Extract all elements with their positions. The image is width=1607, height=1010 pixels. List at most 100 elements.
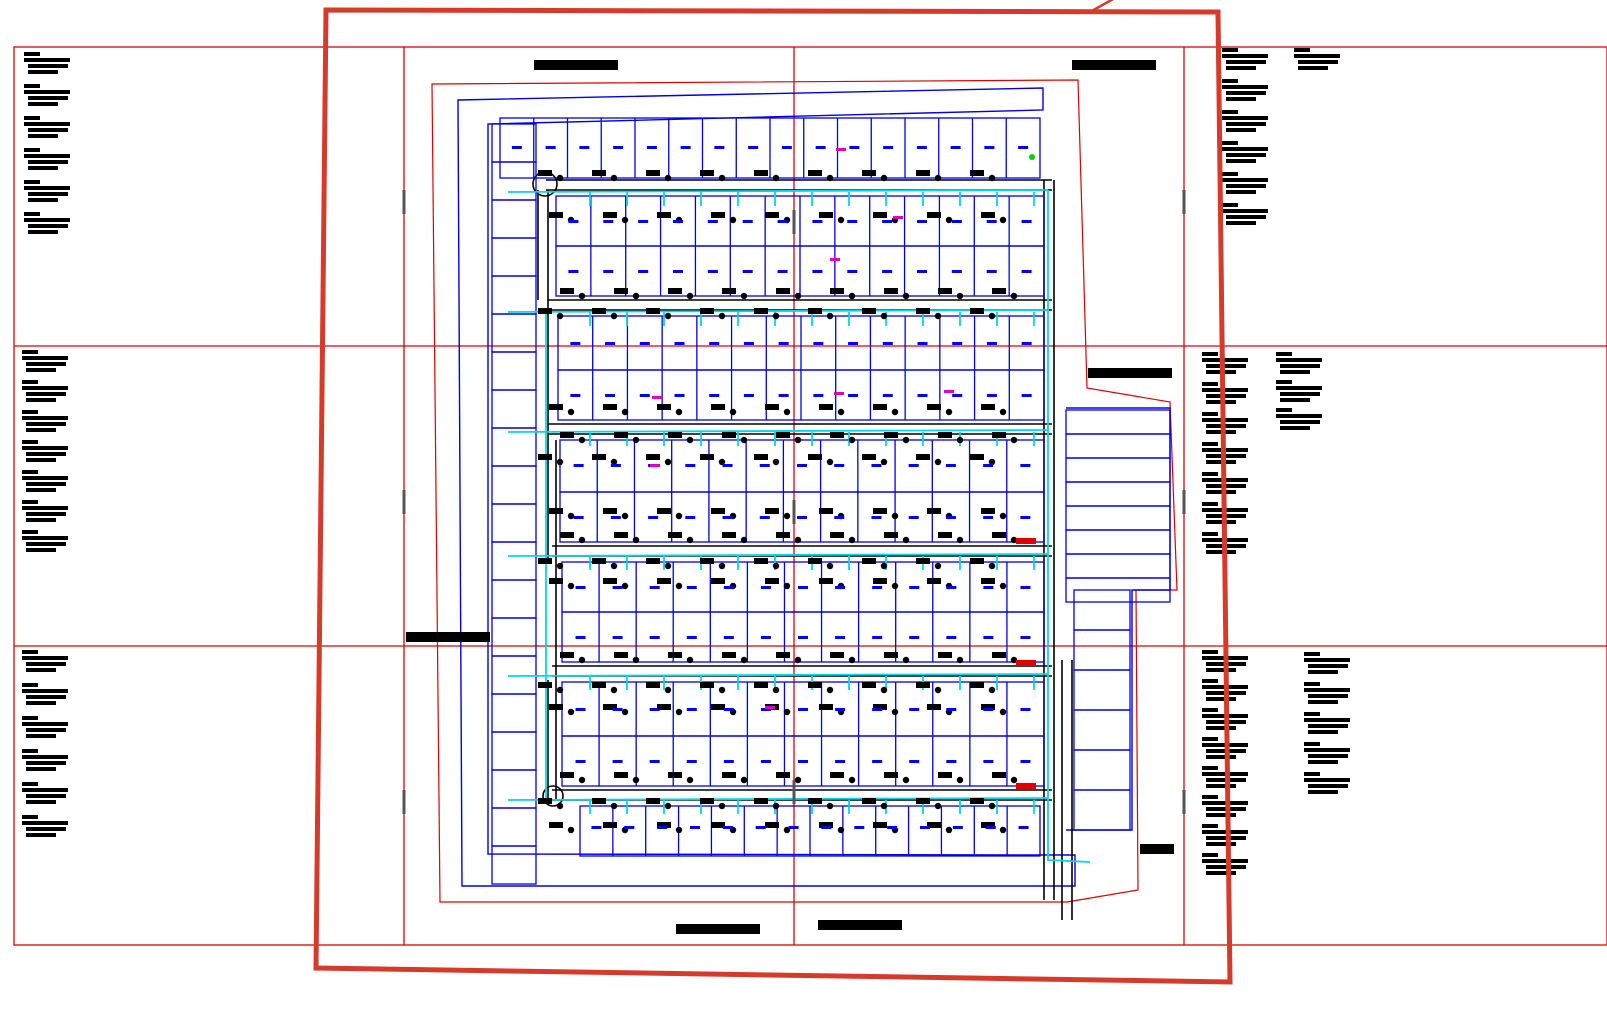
structure-callout [938, 532, 952, 538]
manhole-structure [772, 802, 780, 810]
legend-entry-line [1308, 784, 1348, 788]
lot-number [545, 146, 556, 149]
legend-entry-line [1206, 784, 1236, 788]
legend-entry-line [26, 422, 66, 426]
manhole-structure [556, 562, 564, 570]
manhole-structure [567, 408, 575, 416]
lot-number [575, 586, 586, 589]
manhole-structure [610, 174, 618, 182]
block-marker [1016, 783, 1036, 789]
manhole-structure [794, 656, 802, 664]
structure-callout [765, 212, 779, 218]
structure-callout [549, 212, 563, 218]
lot-number [1020, 636, 1031, 639]
structure-callout [711, 578, 725, 584]
structure-callout [646, 308, 660, 314]
structures [538, 170, 1018, 834]
structure-callout [862, 558, 876, 564]
structure-callout [614, 532, 628, 538]
lot-number [605, 342, 616, 345]
match-line-label [792, 210, 796, 234]
lot-number [603, 220, 614, 223]
legend-entry-line [26, 728, 66, 732]
legend-entry-line [1202, 830, 1248, 834]
legend-entry-line [1222, 85, 1268, 89]
manhole-structure [902, 536, 910, 544]
structure-callout [722, 432, 736, 438]
manhole-structure [675, 708, 683, 716]
legend-entry-line [1304, 748, 1350, 752]
lot-number [646, 146, 657, 149]
lot-number [1018, 826, 1029, 829]
legend-entry-line [1308, 754, 1348, 758]
structure-callout [711, 822, 725, 828]
structure-callout [916, 682, 930, 688]
structure-callout [646, 170, 660, 176]
legend-entry-line [1298, 60, 1338, 64]
structure-callout [646, 454, 660, 460]
structure-callout [992, 532, 1006, 538]
structure-callout [927, 578, 941, 584]
manhole-structure [686, 292, 694, 300]
legend-entry-line [1304, 682, 1320, 686]
lot-number [945, 464, 956, 467]
legend-entry-line [26, 398, 56, 402]
lot-number-highlight [836, 148, 846, 151]
legend-entry-line [1226, 153, 1266, 157]
lot-number [812, 220, 823, 223]
lot-number [673, 220, 683, 223]
legend-entry-line [1206, 364, 1246, 368]
legend-entry-line [1202, 532, 1218, 536]
structure-callout [592, 170, 606, 176]
legend-entry-line [1202, 382, 1218, 386]
lot-number [983, 464, 994, 467]
manhole-structure [718, 802, 726, 810]
service-east-trunk [1047, 190, 1091, 863]
legend-entry-line [22, 722, 68, 726]
lot-number [821, 826, 832, 829]
lot-number [781, 146, 792, 149]
manhole-structure [729, 408, 737, 416]
sheet-title-bar [534, 60, 618, 70]
lot-number [952, 826, 963, 829]
structure-callout [873, 578, 887, 584]
structure-callout [916, 798, 930, 804]
legend-entry-line [24, 180, 40, 184]
legend-entry-line [26, 794, 66, 798]
manhole-structure [848, 536, 856, 544]
lot-number [951, 220, 962, 223]
lot-number [909, 636, 920, 639]
legend-entry-line [28, 224, 68, 228]
structure-callout [754, 308, 768, 314]
lot-number [946, 760, 957, 763]
manhole-structure [934, 802, 942, 810]
legend-entry-line [24, 186, 70, 190]
manhole-structure [610, 312, 618, 320]
legend-entry-line [1304, 778, 1350, 782]
lot-number [920, 826, 930, 829]
legend-entry-line [1308, 790, 1338, 794]
legend-entry-line [1308, 664, 1348, 668]
manhole-structure [1010, 292, 1018, 300]
manhole-structure [675, 826, 683, 834]
legend-entry-line [1222, 54, 1268, 58]
structure-callout [754, 454, 768, 460]
structure-callout [549, 704, 563, 710]
legend-entry-line [1222, 141, 1238, 145]
legend-left [22, 52, 70, 837]
legend-entry-line [1202, 737, 1218, 741]
legend-entry-line [1202, 795, 1218, 799]
lot-number [624, 826, 635, 829]
structure-callout [938, 772, 952, 778]
legend-entry-line [28, 192, 68, 196]
service-main [507, 429, 1049, 433]
review-leader-arrow [1089, 0, 1114, 14]
structure-callout [765, 822, 779, 828]
legend-entry-line [22, 716, 38, 720]
legend-entry-line [1202, 824, 1218, 828]
lot-number [983, 760, 994, 763]
manhole-structure [956, 776, 964, 784]
lot-number [613, 146, 624, 149]
structure-callout [700, 558, 714, 564]
lot-number [570, 342, 581, 345]
